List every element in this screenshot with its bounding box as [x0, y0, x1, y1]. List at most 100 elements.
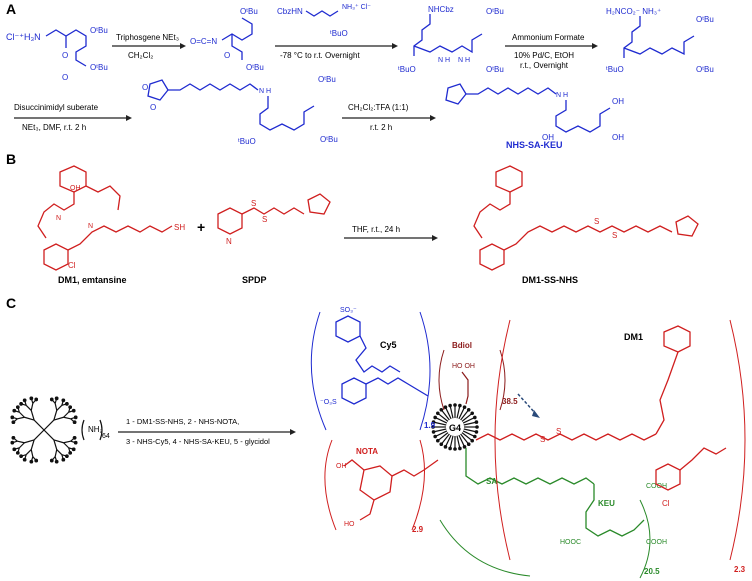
keu-acid-top-c: COOH — [646, 483, 667, 490]
step3-time: r.t., Overnight — [520, 61, 569, 70]
svg-text:OᵗBu: OᵗBu — [246, 63, 264, 72]
svg-text:OH: OH — [612, 133, 624, 142]
svg-text:OᵗBu: OᵗBu — [320, 135, 338, 144]
svg-text:S: S — [594, 217, 599, 226]
cy5-so3-bottom: ⁻O₃S — [320, 399, 337, 406]
svg-text:N: N — [88, 223, 93, 230]
panel-a: A Cl⁻⁺H₃N OᵗBu OᵗBu O O Triphosgene NEt₃… — [6, 1, 714, 150]
svg-text:N H: N H — [259, 88, 271, 95]
panel-b-label: B — [6, 151, 16, 167]
keu-count: 20.5 — [644, 567, 660, 576]
keu-acid-bottom-c: COOH — [646, 539, 667, 546]
svg-text:ᵗBuO: ᵗBuO — [606, 65, 624, 74]
svg-text:OᵗBu: OᵗBu — [318, 75, 336, 84]
nhs-sa-keu-final: N H OH OH OH NHS-SA-KEU — [445, 83, 624, 150]
cy5-count: 1.9 — [424, 421, 436, 430]
nhs-sa-keu-tbu: N H OᵗBu OᵗBu ᵗBuO O O — [142, 75, 338, 146]
svg-text:Cl: Cl — [662, 499, 670, 508]
svg-text:OᵗBu: OᵗBu — [696, 65, 714, 74]
sa-label: SA — [486, 477, 497, 486]
svg-text:OH: OH — [542, 133, 554, 142]
glu-ammonium: Cl⁻⁺H₃N — [6, 32, 41, 42]
svg-text:N: N — [56, 215, 61, 222]
nota-count: 2.9 — [412, 525, 424, 534]
svg-text:OᵗBu: OᵗBu — [240, 7, 258, 16]
dm1-ss-nhs-name: DM1-SS-NHS — [522, 275, 578, 285]
spdp-s1: S — [251, 199, 256, 208]
svg-text:OᵗBu: OᵗBu — [486, 65, 504, 74]
svg-text:O: O — [142, 83, 148, 92]
lys-ester: ᵗBuO — [330, 29, 348, 38]
nhs-sa-keu-label: NHS-SA-KEU — [506, 140, 563, 150]
nota-label: NOTA — [356, 447, 378, 456]
cy5-so3-top: SO₃⁻ — [340, 307, 357, 314]
protected-urea: NHCbz OᵗBu OᵗBu ᵗBuO N H N H — [398, 5, 504, 74]
dm1-count: 2.3 — [734, 565, 746, 574]
step-list-1: 1 - DM1-SS-NHS, 2 - NHS-NOTA, — [126, 417, 239, 426]
isocyanate-intermediate: O=C=N OᵗBu OᵗBu O — [190, 7, 264, 72]
svg-text:N H: N H — [556, 92, 568, 99]
dendrimer-count: 64 — [102, 433, 110, 440]
svg-text:HO: HO — [344, 521, 355, 528]
keu-acid-top: OH — [612, 97, 624, 106]
panel-a-label: A — [6, 1, 16, 17]
bdiol-hydroxy: HO OH — [452, 363, 475, 370]
dm1-name: DM1, emtansine — [58, 275, 127, 285]
amine-ion: H₂NCO₂⁻ NH₃⁺ — [606, 7, 661, 16]
lys-ammonium: NH₃⁺ Cl⁻ — [342, 3, 371, 11]
spdp-structure: N S S SPDP — [217, 193, 331, 285]
glu-ester-top: OᵗBu — [90, 26, 108, 35]
step4-reagent: Disuccinimidyl suberate — [14, 103, 99, 112]
svg-text:O: O — [150, 103, 156, 112]
amine-salt: H₂NCO₂⁻ NH₃⁺ OᵗBu OᵗBu ᵗBuO — [606, 7, 714, 74]
cy5-conjugate: SO₃⁻ ⁻O₃S Cy5 1.9 — [310, 307, 436, 431]
spdp-name: SPDP — [242, 275, 267, 285]
plus-sign: + — [197, 219, 205, 235]
cy5-label: Cy5 — [380, 340, 397, 350]
panel-b: B SH Cl OH N N DM1, emtansine + N S S SP… — [6, 151, 699, 285]
svg-text:OᵗBu: OᵗBu — [486, 7, 504, 16]
panel-c-label: C — [6, 295, 16, 311]
step-list-2: 3 - NHS-Cy5, 4 - NHS-SA-KEU, 5 - glycido… — [126, 437, 270, 446]
dm1-label-c: DM1 — [624, 332, 643, 342]
svg-text:ᵗBuO: ᵗBuO — [398, 65, 416, 74]
svg-text:S: S — [262, 215, 267, 224]
keu-acid-left-c: HOOC — [560, 539, 581, 546]
isocyanate-group: O=C=N — [190, 37, 217, 46]
svg-text:S: S — [612, 231, 617, 240]
bdiol-label: Bdiol — [452, 341, 472, 350]
svg-text:S: S — [556, 427, 561, 436]
sa-keu-conjugate: SA KEU COOH COOH HOOC 20.5 — [439, 448, 667, 579]
bdiol-conjugate: Bdiol HO OH 38.5 — [438, 341, 518, 411]
glu-ester-bottom: OᵗBu — [90, 63, 108, 72]
svg-text:S: S — [540, 435, 545, 444]
nota-conjugate: NOTA OH HO 2.9 — [324, 439, 439, 534]
step5-conditions: r.t. 2 h — [370, 123, 392, 132]
g4-core: G4 — [431, 403, 479, 451]
svg-text:N H: N H — [458, 57, 470, 64]
keu-label: KEU — [598, 499, 615, 508]
dm1-conjugate: S S Cl DM1 2.3 — [475, 319, 746, 574]
lys-cbz: CbzHN — [277, 7, 303, 16]
step1-reagent: Triphosgene NEt₃ — [116, 33, 179, 42]
product-nhcbz: NHCbz — [428, 5, 454, 14]
dendrimer-amine: NH₂ — [88, 425, 103, 434]
svg-text:N H: N H — [438, 57, 450, 64]
svg-text:O: O — [62, 51, 68, 60]
step5-reagent: CH₂Cl₂:TFA (1:1) — [348, 103, 409, 112]
panel-b-conditions: THF, r.t., 24 h — [352, 225, 400, 234]
step3-reagent: Ammonium Formate — [512, 33, 585, 42]
dm1-chloro: Cl — [68, 261, 76, 270]
svg-text:ᵗBuO: ᵗBuO — [238, 137, 256, 146]
dm1-ss-nhs: S S DM1-SS-NHS — [473, 165, 699, 285]
cleavage-arrow — [517, 393, 537, 415]
glu-reactant: Cl⁻⁺H₃N OᵗBu OᵗBu O O — [6, 26, 108, 82]
step4-conditions: NEt₃, DMF, r.t. 2 h — [22, 123, 86, 132]
g4-label: G4 — [449, 423, 461, 433]
step1-solvent: CH₂Cl₂ — [128, 51, 153, 60]
dm1-structure: SH Cl OH N N DM1, emtansine — [37, 165, 185, 285]
svg-text:OH: OH — [336, 463, 347, 470]
step2-conditions: -78 °C to r.t. Overnight — [280, 51, 360, 60]
bdiol-count: 38.5 — [502, 397, 518, 406]
